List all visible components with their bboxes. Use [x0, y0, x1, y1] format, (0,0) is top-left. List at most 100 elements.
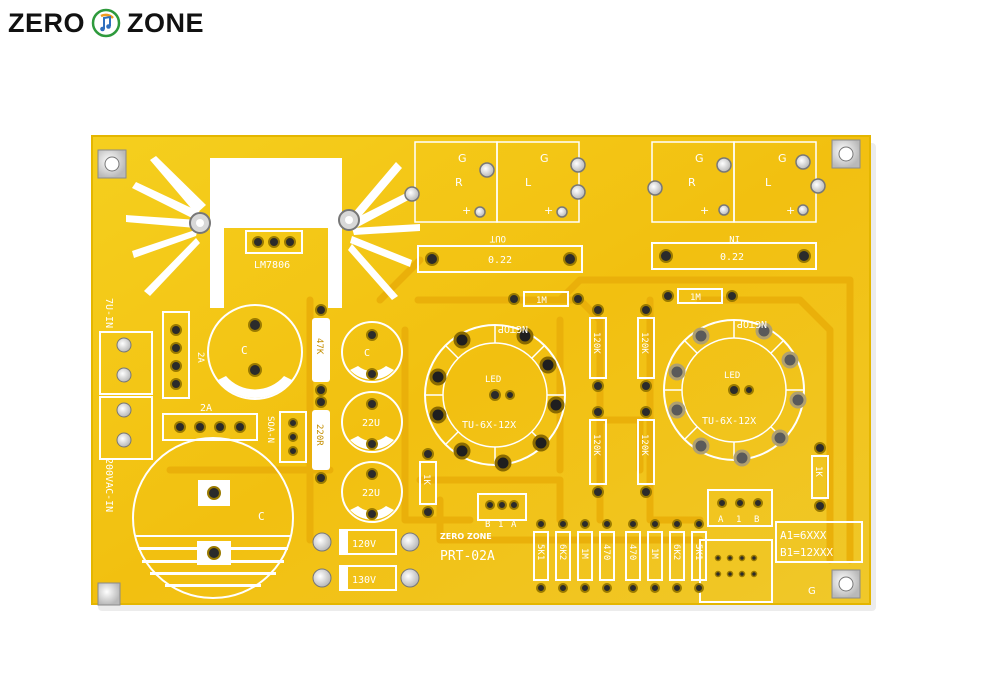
- res-47k-label: 47K: [314, 338, 324, 355]
- capacitor-small-1: C: [341, 321, 403, 383]
- cap-label-c2: C: [258, 510, 265, 523]
- cap-22u-label-1: 22U: [362, 418, 380, 429]
- ac-in-label: 200VAC-IN: [103, 458, 114, 512]
- header-bia-pin-1: B: [485, 520, 490, 530]
- resistor-1k-right: 1K: [811, 442, 829, 512]
- board-maker-label: ZERO ZONE: [440, 532, 492, 541]
- cap-22u-label-2: 22U: [362, 488, 380, 499]
- out-right-label: R: [455, 176, 463, 189]
- music-note-icon: [91, 8, 121, 38]
- regulator-lm7806: LM7806: [245, 230, 303, 271]
- coupling-cap-in: 0.22: [651, 242, 817, 270]
- in-ground-right: G: [778, 152, 787, 165]
- tube-right-led: LED: [724, 371, 740, 381]
- header-aib-pin-2: 1: [736, 515, 741, 525]
- zener-120v: 120V: [312, 529, 420, 555]
- coupling-cap-in-label: 0.22: [720, 252, 744, 263]
- res-220r-label: 220R: [314, 424, 324, 446]
- header-bia-pin-2: 1: [498, 520, 503, 530]
- bridge-rectifier: 2A 2A: [162, 311, 258, 441]
- heatsink-silkscreen: [126, 156, 420, 308]
- out-ground-right: G: [540, 152, 549, 165]
- brand-logo: ZERO ZONE: [8, 6, 204, 40]
- in-plus-left: +: [700, 204, 709, 217]
- res-6k2-left-label: 6K2: [557, 544, 567, 560]
- brand-left-word: ZERO: [8, 7, 86, 38]
- res-5k1-left-label: 5K1: [535, 544, 545, 560]
- bridge-label-vertical: 2A: [195, 352, 205, 363]
- resistor-120k-1: 120K: [589, 304, 607, 392]
- res-5k1-right-label: 5K1: [693, 544, 703, 560]
- bridge-label: 2A: [200, 403, 212, 414]
- header-bia-pin-3: A: [511, 520, 517, 530]
- header-aib-pin-3: B: [754, 515, 759, 525]
- diode-soa-n: SOA-N: [265, 411, 307, 463]
- resistor-1m-right: 1M: [662, 288, 738, 304]
- cap-label-c1: C: [241, 344, 248, 357]
- res-470-right-label: 470: [627, 544, 637, 560]
- in-ground-left: G: [695, 152, 704, 165]
- res-6k2-right-label: 6K2: [671, 544, 681, 560]
- filter-capacitor-1: C: [207, 304, 303, 400]
- res-120k-3-label: 120K: [639, 332, 649, 354]
- tube-config-box: A1=6XXX B1=12XXX: [775, 521, 863, 563]
- tube-socket-right: NGTOP LED TU-6X-12X: [663, 318, 807, 467]
- tube-left-led: LED: [485, 375, 501, 385]
- out-ground-left: G: [458, 152, 467, 165]
- resistor-120k-3: 120K: [637, 304, 655, 392]
- res-1m-bottom-right-label: 1M: [649, 548, 659, 559]
- header-aib-pin-1: A: [718, 515, 724, 525]
- bottom-resistor-row: 5K1 6K2 1M 470 470 1M: [533, 519, 707, 593]
- power-in-label: 7U-IN: [103, 298, 114, 328]
- tube-socket-left-brand: NGTOP: [498, 323, 528, 334]
- diode-label: SOA-N: [265, 416, 275, 443]
- res-1m-left-label: 1M: [536, 296, 547, 306]
- resistor-47k: 47K: [312, 304, 330, 396]
- mounting-pads: [97, 139, 861, 606]
- zener-130v-label: 130V: [352, 575, 376, 586]
- filter-capacitor-2: C: [132, 437, 294, 599]
- resistor-1m-left: 1M: [508, 291, 584, 307]
- out-plus-left: +: [462, 204, 471, 217]
- capacitor-22u-1: 22U: [341, 391, 403, 453]
- zener-120v-label: 120V: [352, 539, 376, 550]
- tube-socket-left: NGTOP LED TU-6X-12X: [424, 323, 566, 472]
- res-1k-right-label: 1K: [813, 466, 823, 477]
- out-plus-right: +: [544, 204, 553, 217]
- resistor-1k-left: 1K: [419, 448, 437, 518]
- res-120k-4-label: 120K: [639, 434, 649, 456]
- in-left-label: L: [765, 176, 772, 189]
- res-120k-2-label: 120K: [591, 434, 601, 456]
- res-120k-1-label: 120K: [591, 332, 601, 354]
- res-470-left-label: 470: [601, 544, 611, 560]
- bottom-ground-label: G: [808, 586, 816, 597]
- out-label: OUT: [489, 233, 506, 243]
- potentiometer-50ka: [699, 539, 773, 603]
- regulator-label: LM7806: [254, 260, 290, 271]
- board-model-label: PRT-02A: [440, 549, 495, 564]
- cap-label-small-1: C: [364, 348, 370, 359]
- resistor-220r: 220R: [312, 396, 330, 484]
- in-right-label: R: [688, 176, 696, 189]
- board-branding: ZERO ZONE PRT-02A: [440, 532, 495, 564]
- tube-socket-right-brand: NGTOP: [737, 318, 767, 329]
- capacitor-22u-2: 22U: [341, 461, 403, 523]
- header-bia: B 1 A: [477, 493, 527, 530]
- tube-left-type: TU-6X-12X: [462, 420, 516, 431]
- header-aib: A 1 B: [707, 489, 773, 527]
- resistor-120k-4: 120K: [637, 406, 655, 498]
- in-connector: [647, 141, 826, 223]
- in-label: IN: [729, 233, 740, 243]
- res-1k-left-label: 1K: [421, 474, 431, 485]
- tube-right-type: TU-6X-12X: [702, 416, 756, 427]
- resistor-120k-2: 120K: [589, 406, 607, 498]
- res-1m-bottom-left-label: 1M: [579, 548, 589, 559]
- res-1m-right-label: 1M: [690, 293, 701, 303]
- tube-config-line1: A1=6XXX: [780, 529, 827, 542]
- coupling-cap-out: 0.22: [417, 245, 583, 273]
- out-connector: [404, 141, 586, 223]
- out-left-label: L: [525, 176, 532, 189]
- tube-config-line2: B1=12XXX: [780, 546, 833, 559]
- power-input-terminals: 7U-IN 200VAC-IN: [99, 298, 153, 512]
